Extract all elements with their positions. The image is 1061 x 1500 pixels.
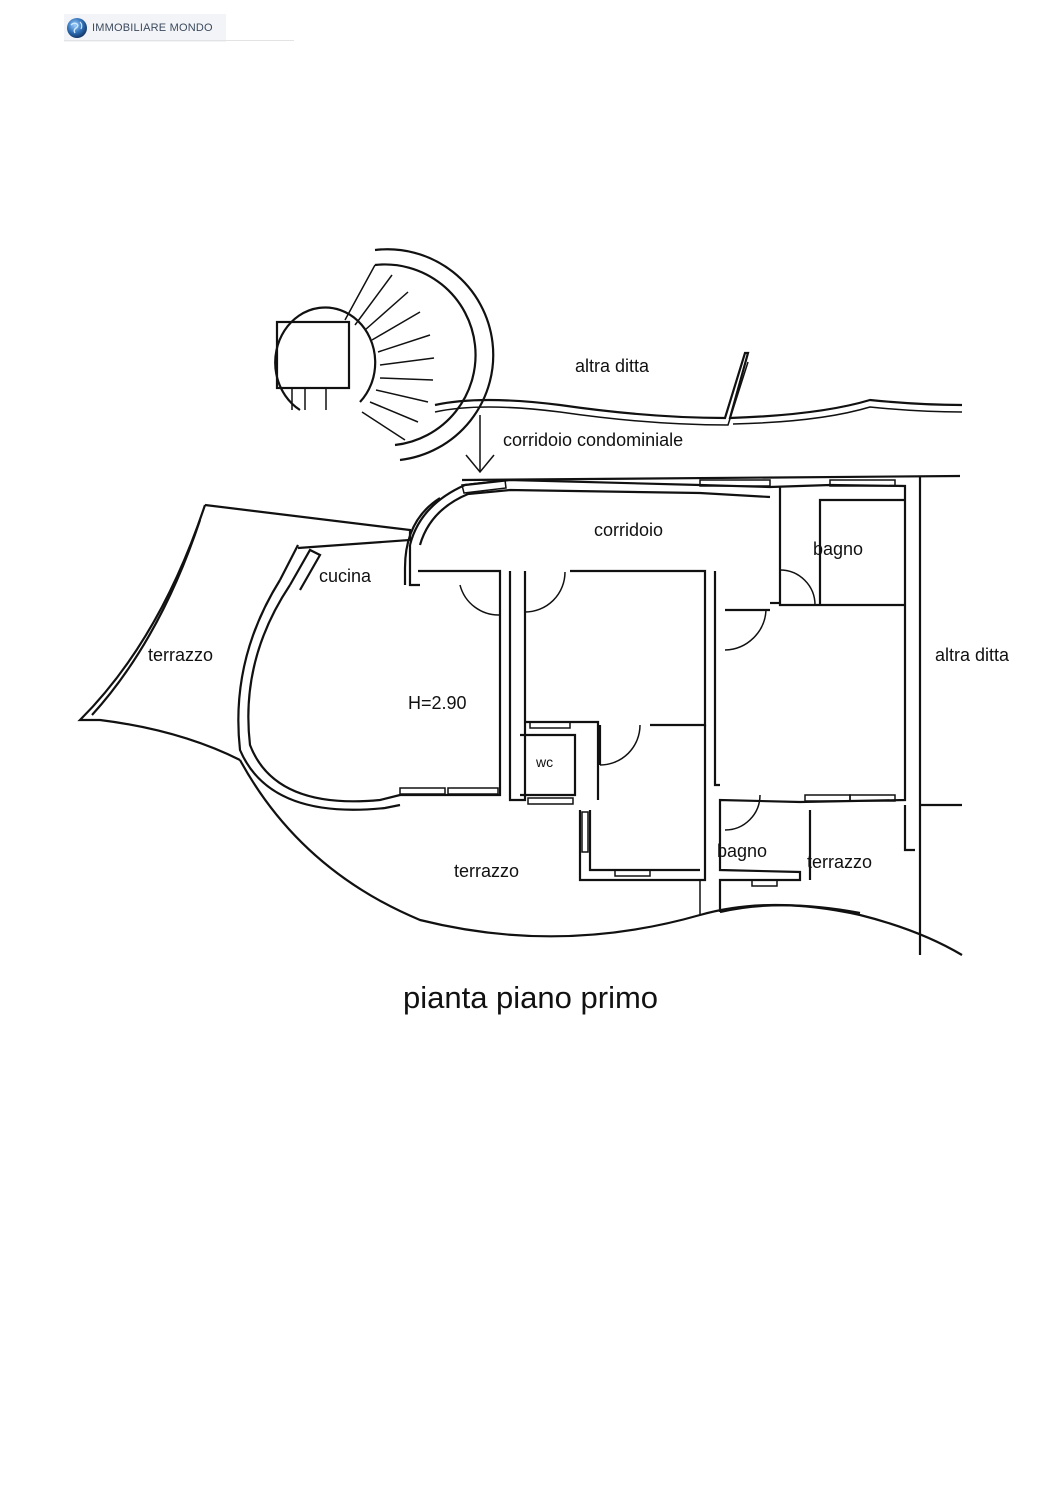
entry-arrow — [465, 415, 495, 474]
logo-underline — [64, 40, 294, 41]
label-altra-ditta-top: altra ditta — [575, 356, 650, 376]
common-corridor-wall — [434, 351, 963, 420]
label-terrazzo-bottom: terrazzo — [454, 861, 519, 881]
label-wc: wc — [535, 754, 553, 770]
label-bagno-top: bagno — [813, 539, 863, 559]
left-terrace-outline — [204, 503, 412, 550]
label-height: H=2.90 — [408, 693, 467, 713]
company-logo: IMMOBILIARE MONDO — [64, 14, 226, 42]
label-corridoio-condominiale: corridoio condominiale — [503, 430, 683, 450]
label-terrazzo-left: terrazzo — [148, 645, 213, 665]
plan-title: pianta piano primo — [402, 980, 659, 1015]
logo-text: IMMOBILIARE MONDO — [92, 22, 213, 34]
lower-terrace-outline — [239, 759, 963, 956]
label-bagno-bottom: bagno — [717, 841, 767, 861]
label-terrazzo-bottom-right: terrazzo — [807, 852, 872, 872]
label-altra-ditta-right: altra ditta — [935, 645, 1010, 665]
windows — [399, 479, 896, 887]
label-cucina: cucina — [319, 566, 372, 586]
label-corridoio: corridoio — [594, 520, 663, 540]
globe-icon — [67, 18, 87, 38]
spiral-staircase — [274, 248, 495, 462]
